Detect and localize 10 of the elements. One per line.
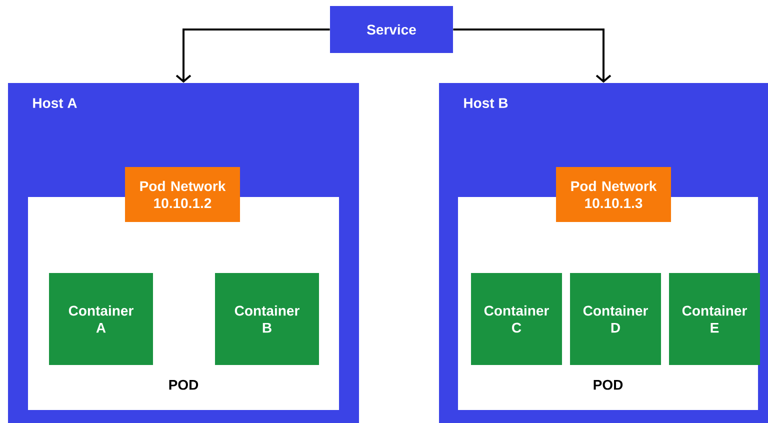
service-box: Service [330,6,453,53]
arrow [176,28,330,83]
container-box: Container D [570,273,661,365]
container-box: Container E [669,273,760,365]
container-box: Container C [471,273,562,365]
container-box: Container B [215,273,319,365]
container-box: Container A [49,273,153,365]
network-tag: Pod Network 10.10.1.2 [125,167,240,222]
network-tag: Pod Network 10.10.1.3 [556,167,671,222]
arrow [453,28,612,83]
